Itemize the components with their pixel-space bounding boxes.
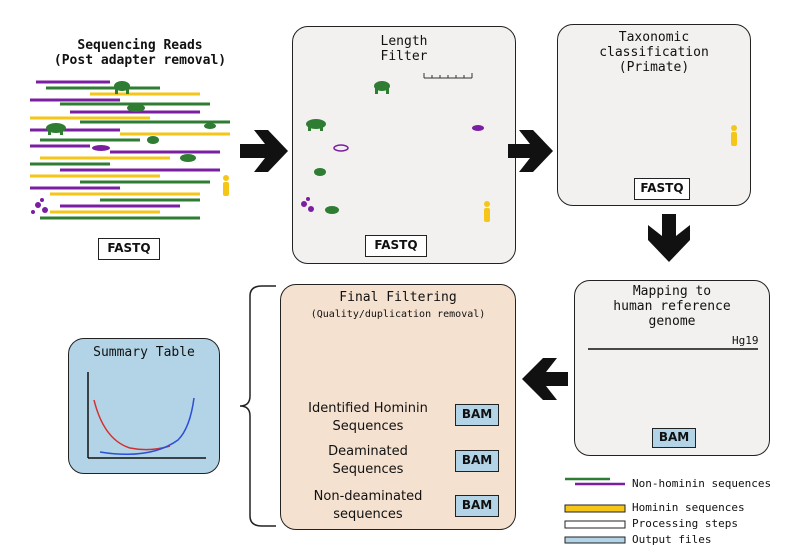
bacteria-icon (301, 197, 314, 212)
output-bam-hominin: BAM (455, 404, 499, 426)
mapping-title: Mapping to human reference genome (613, 284, 731, 329)
mammoth-icon (114, 81, 130, 94)
ruler-icon (423, 73, 473, 79)
bear-icon (306, 119, 326, 131)
fish-icon (333, 144, 349, 152)
legend-processing-icon (564, 520, 626, 529)
human-icon (731, 125, 737, 146)
legend-nonhominin-icon (565, 477, 625, 486)
boar-icon (325, 206, 339, 214)
arrow-right-icon (240, 130, 288, 172)
summary-table-title: Summary Table (93, 345, 195, 360)
taxonomic-box (557, 24, 751, 206)
final-filtering-subtitle: (Quality/duplication removal) (310, 309, 486, 320)
human-icon (223, 175, 229, 196)
output-bam-deaminated: BAM (455, 450, 499, 472)
output-label-deaminated: Deaminated Sequences (328, 444, 408, 477)
mapping-ref-label: Hg19 (732, 334, 759, 347)
legend-output-icon (564, 536, 626, 544)
rhino-icon (127, 104, 145, 112)
output-label-nondeaminated: Non-deaminated sequences (313, 489, 423, 522)
human-icon (484, 201, 490, 222)
boar-icon (180, 154, 196, 162)
bacteria-icon (31, 198, 48, 214)
bird-icon (92, 145, 110, 151)
legend-hominin-label: Hominin sequences (632, 501, 745, 514)
legend-hominin-icon (564, 504, 626, 513)
length-fastq-tag: FASTQ (365, 235, 427, 257)
rodent-icon (204, 123, 216, 129)
reads-fastq-tag: FASTQ (98, 238, 160, 260)
dog-icon (314, 168, 326, 176)
arrow-left-icon (522, 358, 568, 400)
bracket (239, 285, 276, 527)
mapping-box (574, 280, 770, 456)
worm-icon (472, 125, 484, 131)
final-filtering-title: Final Filtering (339, 290, 457, 305)
bear-icon (46, 123, 66, 135)
mapping-bam-tag: BAM (652, 428, 696, 448)
output-bam-nondeaminated: BAM (455, 495, 499, 517)
cat-icon (147, 136, 159, 144)
summary-table-box (68, 338, 220, 474)
legend-processing-label: Processing steps (632, 517, 738, 530)
length-filter-title: Length Filter (380, 34, 428, 64)
taxonomic-title: Taxonomic classification (Primate) (599, 30, 709, 75)
length-filter-box (292, 26, 516, 264)
mammoth-icon (374, 81, 390, 94)
arrow-right-icon (508, 130, 553, 172)
taxonomic-fastq-tag: FASTQ (634, 178, 690, 200)
legend-nonhominin-label: Non-hominin sequences (632, 477, 772, 490)
reads-title: Sequencing Reads (Post adapter removal) (53, 38, 227, 68)
arrow-down-icon (648, 214, 690, 262)
summary-chart (87, 372, 206, 459)
output-label-hominin: Identified Hominin Sequences (308, 401, 428, 434)
